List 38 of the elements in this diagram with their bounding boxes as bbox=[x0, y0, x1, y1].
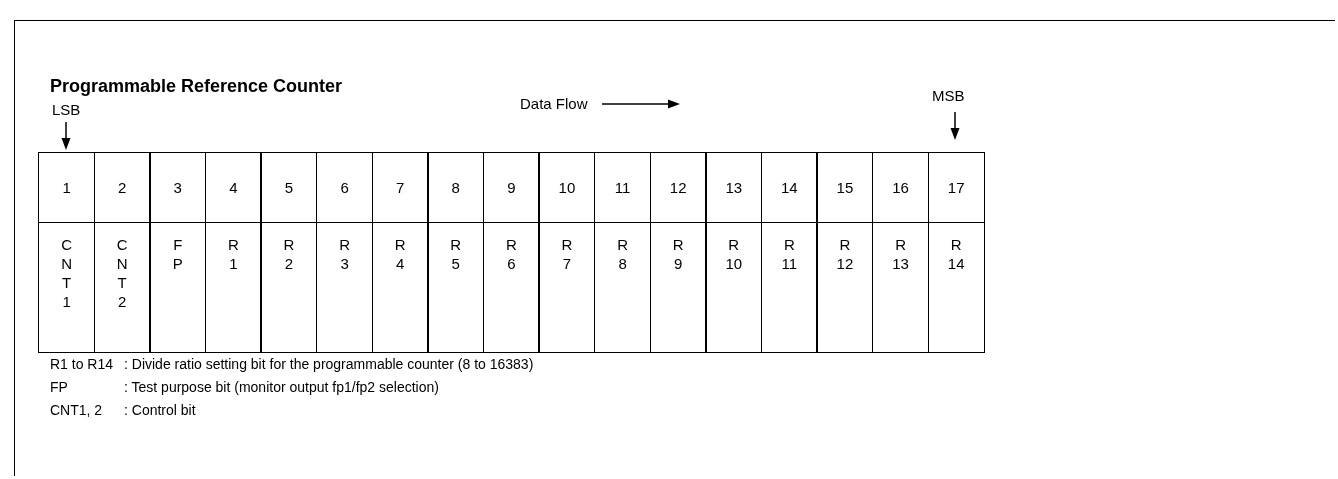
bit-number-cell: 1 bbox=[38, 152, 96, 223]
bit-name-cell: R 5 bbox=[427, 221, 485, 353]
diagram-title: Programmable Reference Counter bbox=[50, 76, 343, 97]
bit-name-cell: R 12 bbox=[816, 221, 874, 353]
note-key: FP bbox=[50, 379, 68, 395]
lsb-label: LSB bbox=[52, 101, 81, 118]
bit-number-cell: 5 bbox=[260, 152, 318, 223]
data-flow-label: Data Flow bbox=[520, 95, 588, 112]
bit-name-cell: C N T 2 bbox=[93, 221, 151, 353]
note-text: : Divide ratio setting bit for the programmable counter (8 to 16383) bbox=[124, 356, 534, 372]
bit-number-cell: 13 bbox=[705, 152, 763, 223]
bit-name-cell: R 7 bbox=[538, 221, 596, 353]
bit-number-cell: 14 bbox=[760, 152, 818, 223]
bit-name-cell: R 11 bbox=[760, 221, 818, 353]
note-text: : Test purpose bit (monitor output fp1/fp2 selection) bbox=[124, 379, 439, 395]
bit-number-cell: 17 bbox=[927, 152, 985, 223]
msb-label: MSB bbox=[932, 87, 965, 104]
bit-number-cell: 4 bbox=[204, 152, 262, 223]
bit-name-cell: R 10 bbox=[705, 221, 763, 353]
bit-number-cell: 3 bbox=[149, 152, 207, 223]
bit-number-cell: 15 bbox=[816, 152, 874, 223]
bit-name-cell: R 2 bbox=[260, 221, 318, 353]
bit-number-cell: 8 bbox=[427, 152, 485, 223]
bit-name-cell: R 4 bbox=[371, 221, 429, 353]
bit-number-cell: 2 bbox=[93, 152, 151, 223]
bit-number-cell: 12 bbox=[649, 152, 707, 223]
bit-name-cell: R 9 bbox=[649, 221, 707, 353]
note-key: R1 to R14 bbox=[50, 356, 114, 372]
bit-name-cell: R 6 bbox=[482, 221, 540, 353]
bit-number-cell: 9 bbox=[482, 152, 540, 223]
note-text: : Control bit bbox=[124, 402, 196, 418]
bit-number-cell: 7 bbox=[371, 152, 429, 223]
note-key: CNT1, 2 bbox=[50, 402, 103, 418]
bit-name-cell: R 1 bbox=[204, 221, 262, 353]
bit-name-cell: C N T 1 bbox=[38, 221, 96, 353]
bit-number-cell: 10 bbox=[538, 152, 596, 223]
bit-name-cell: F P bbox=[149, 221, 207, 353]
bit-name-cell: R 14 bbox=[927, 221, 985, 353]
